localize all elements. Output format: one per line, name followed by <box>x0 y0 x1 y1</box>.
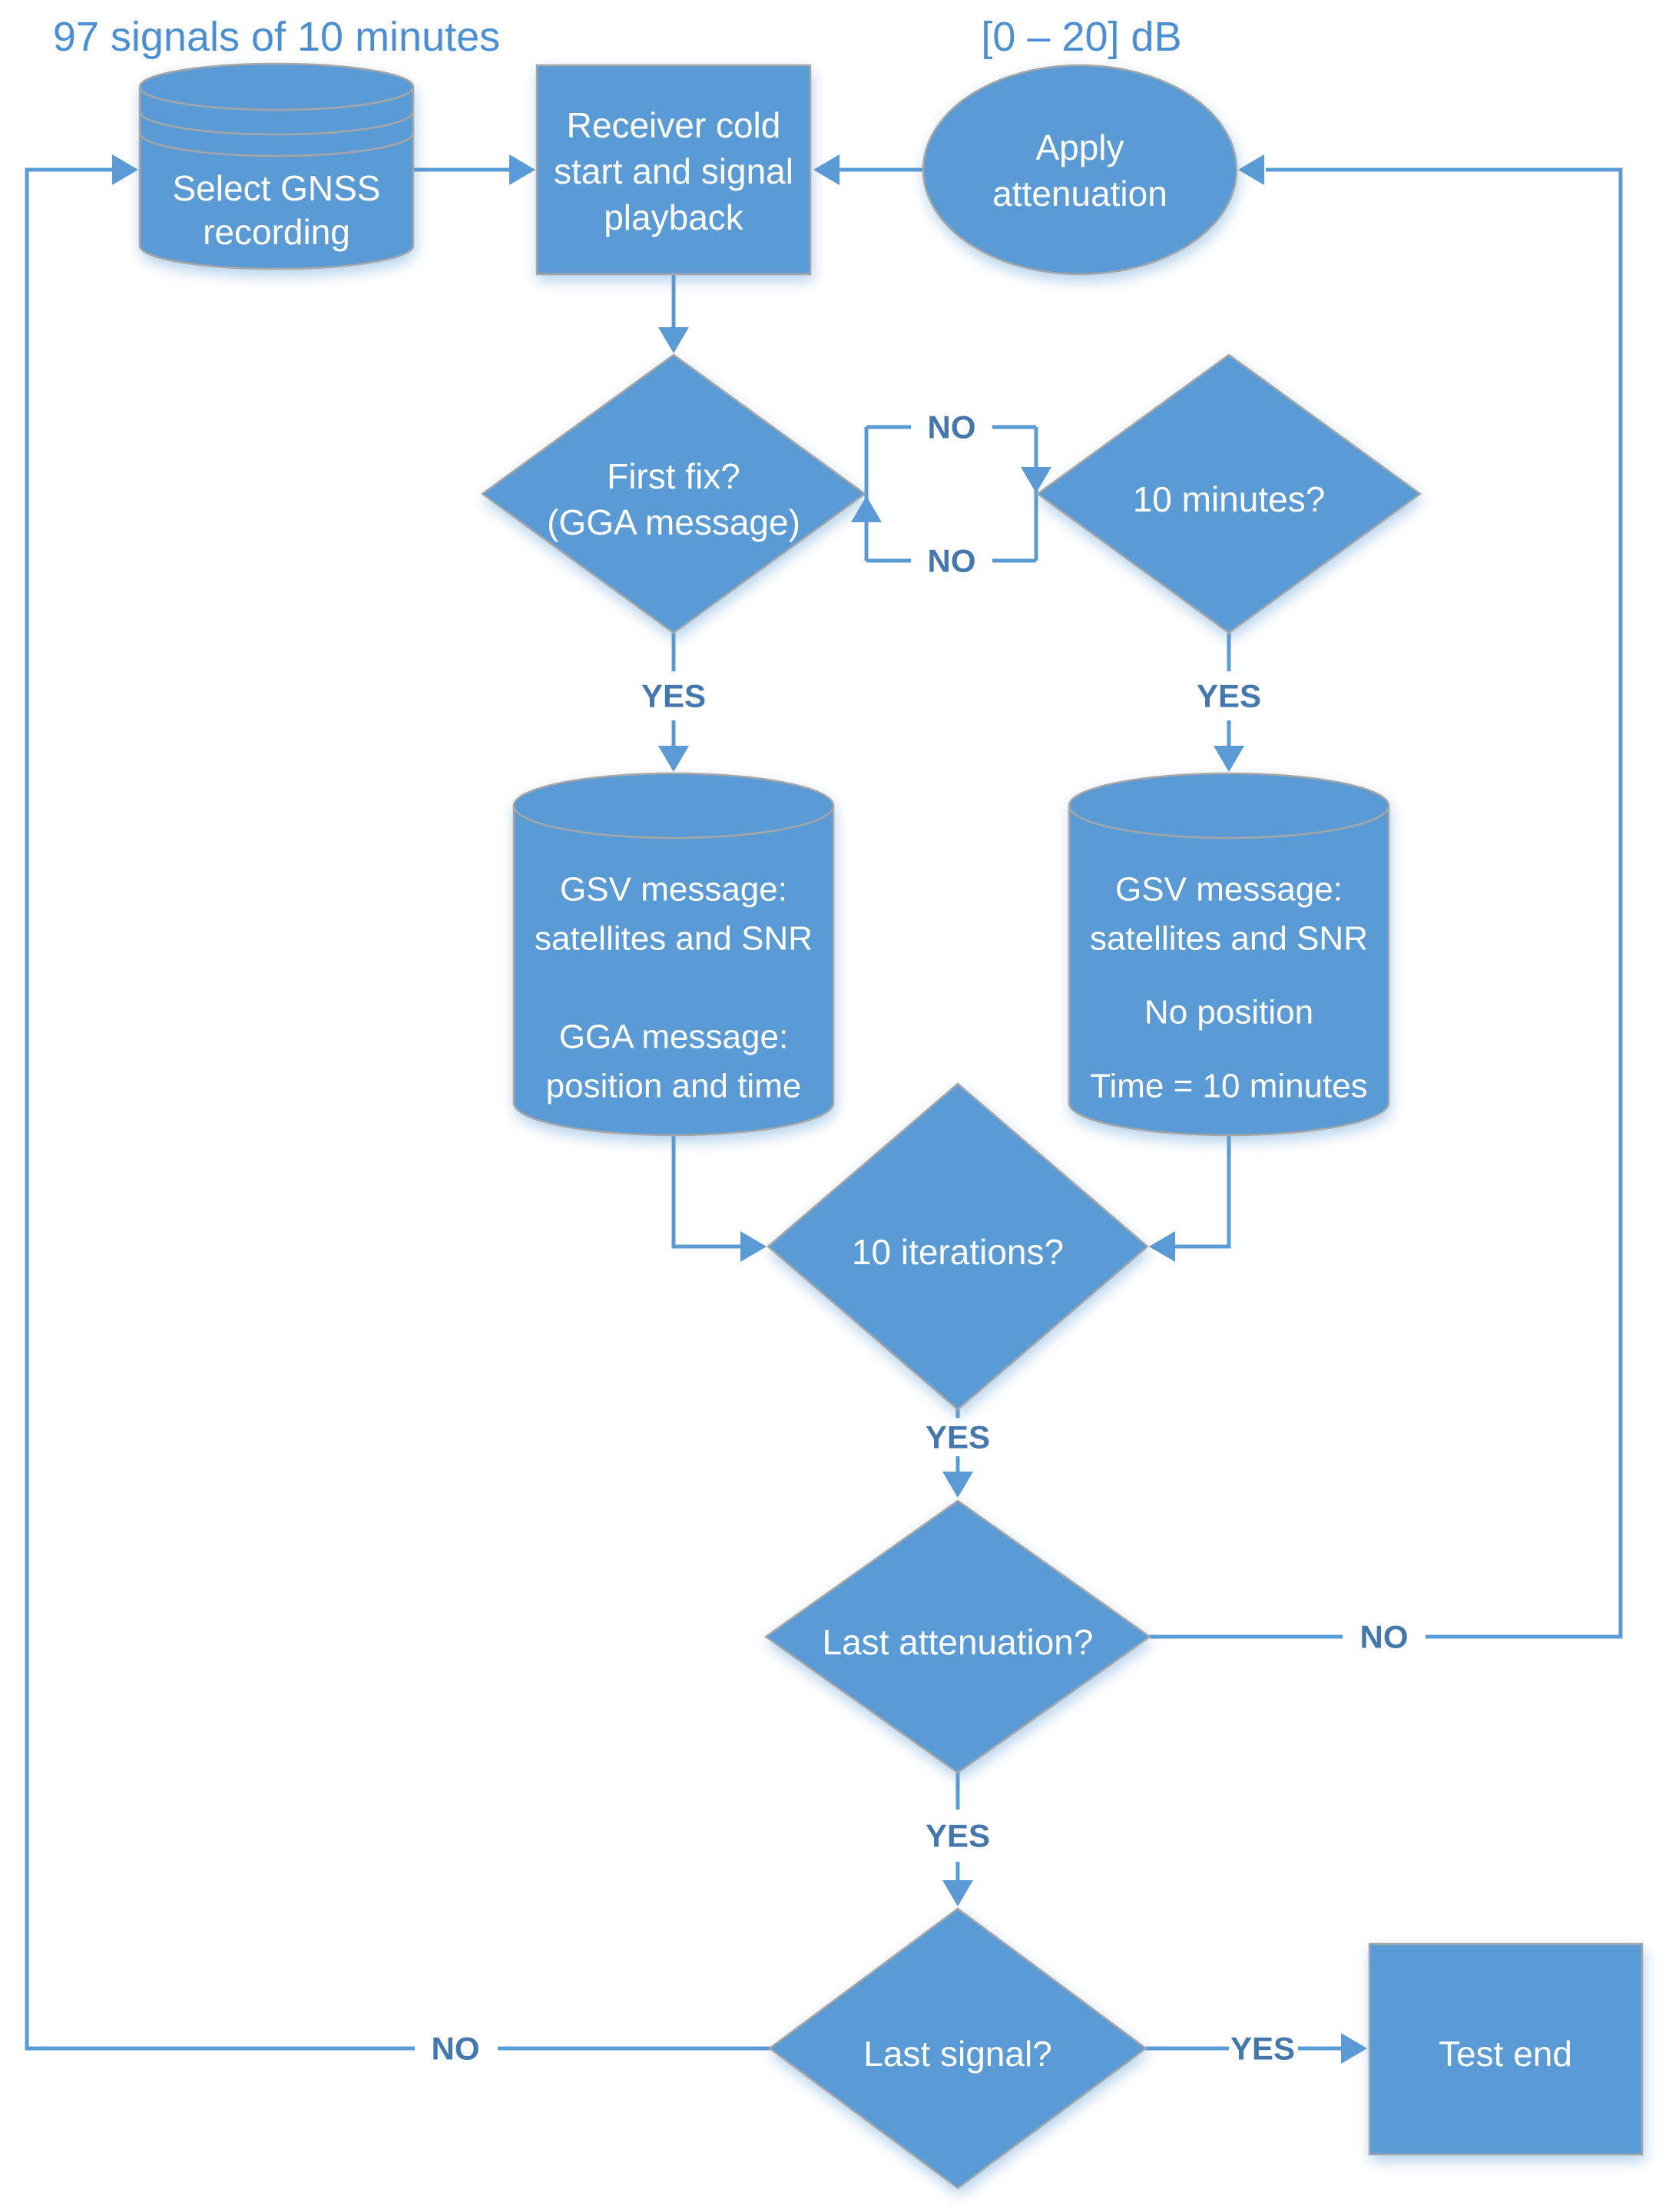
no-fix-data-line-3: No position <box>1144 994 1313 1031</box>
fix-data-cylinder-rim <box>512 805 835 839</box>
caption-attenuation-range: [0 – 20] dB <box>981 14 1181 60</box>
node-no-fix-data-log <box>1068 772 1390 1137</box>
label-last-signal-no: NO <box>432 2031 480 2067</box>
arrowhead-into-iterations-left <box>740 1231 767 1262</box>
edge-fix-data-to-iterations <box>671 1135 740 1249</box>
apply-attenuation-line-1: Apply <box>1035 127 1124 167</box>
ten-minutes-line-1: 10 minutes? <box>1133 479 1326 519</box>
last-signal-line-1: Last signal? <box>863 2034 1052 2074</box>
node-fix-data-log <box>512 772 835 1137</box>
arrowhead-into-fix-data <box>658 746 689 772</box>
arrowhead-into-no-fix-data <box>1214 746 1244 772</box>
arrowhead-into-first-fix <box>658 327 689 353</box>
receiver-line-1: Receiver cold <box>567 105 781 145</box>
texts: 97 signals of 10 minutes [0 – 20] dB Sel… <box>53 14 1572 2074</box>
label-ten-iterations-yes: YES <box>926 1419 990 1455</box>
fix-data-cylinder-body <box>512 772 835 1137</box>
receiver-line-2: start and signal <box>554 151 793 191</box>
arrowhead-into-ten-minutes <box>1021 467 1051 493</box>
arrowhead-into-select-gnss <box>112 154 138 185</box>
arrowhead-into-last-signal <box>942 1880 973 1906</box>
arrowhead-into-receiver-left <box>509 154 535 185</box>
label-last-signal-yes: YES <box>1230 2031 1295 2067</box>
arrowhead-into-first-fix-side <box>851 496 882 522</box>
apply-attenuation-line-2: attenuation <box>992 174 1167 214</box>
no-fix-data-cylinder-rim <box>1068 805 1390 839</box>
shapes <box>138 62 1644 2190</box>
edge-last-signal-no-left2 <box>25 167 415 2051</box>
node-select-gnss-recording <box>138 62 415 270</box>
receiver-line-3: playback <box>604 197 744 237</box>
label-first-fix-yes: YES <box>641 678 706 714</box>
select-gnss-line-2: recording <box>203 212 350 252</box>
node-last-attenuation <box>763 1499 1152 1774</box>
label-ten-minutes-no: NO <box>928 543 976 579</box>
ten-iterations-line-1: 10 iterations? <box>852 1232 1064 1272</box>
select-gnss-cylinder-body <box>138 62 415 270</box>
fix-data-line-3: GGA message: <box>559 1018 788 1056</box>
label-last-attenuation-no: NO <box>1360 1619 1409 1655</box>
label-ten-minutes-yes: YES <box>1197 678 1261 714</box>
last-attenuation-line-1: Last attenuation? <box>823 1622 1094 1662</box>
no-fix-data-line-1: GSV message: <box>1115 871 1343 909</box>
caption-recordings: 97 signals of 10 minutes <box>53 14 500 60</box>
no-fix-data-line-2: satellites and SNR <box>1090 920 1368 958</box>
no-fix-data-cylinder-body <box>1068 772 1390 1137</box>
node-ten-minutes <box>1035 353 1422 634</box>
select-gnss-cylinder-rim <box>138 86 415 111</box>
edge-last-attenuation-no-right2 <box>1266 167 1623 1639</box>
node-test-end <box>1368 1942 1644 2156</box>
node-apply-attenuation <box>922 64 1238 276</box>
select-gnss-stack-line-2 <box>138 132 415 157</box>
arrowhead-into-apply-attenuation <box>1238 154 1264 185</box>
first-fix-line-1: First fix? <box>607 456 740 496</box>
select-gnss-stack-line-1 <box>138 111 415 136</box>
fix-data-line-1: GSV message: <box>560 871 787 909</box>
no-fix-data-line-4: Time = 10 minutes <box>1090 1068 1368 1105</box>
fix-data-line-4: position and time <box>546 1068 802 1105</box>
test-end-line-1: Test end <box>1439 2034 1572 2074</box>
arrowhead-into-test-end <box>1341 2033 1367 2064</box>
label-first-fix-no: NO <box>928 409 976 445</box>
edge-no-fix-data-to-iterations <box>1175 1135 1231 1249</box>
node-first-fix <box>480 353 867 634</box>
fix-data-line-2: satellites and SNR <box>535 920 813 958</box>
first-fix-line-2: (GGA message) <box>547 502 800 542</box>
arrowhead-into-last-attenuation <box>942 1472 973 1498</box>
node-ten-iterations <box>767 1082 1149 1411</box>
node-last-signal <box>767 1907 1148 2190</box>
arrowhead-into-receiver-right <box>813 154 839 185</box>
select-gnss-line-1: Select GNSS <box>173 168 381 208</box>
label-last-attenuation-yes: YES <box>926 1818 990 1854</box>
node-receiver-cold-start <box>535 64 812 276</box>
arrowhead-into-iterations-right <box>1149 1231 1175 1262</box>
